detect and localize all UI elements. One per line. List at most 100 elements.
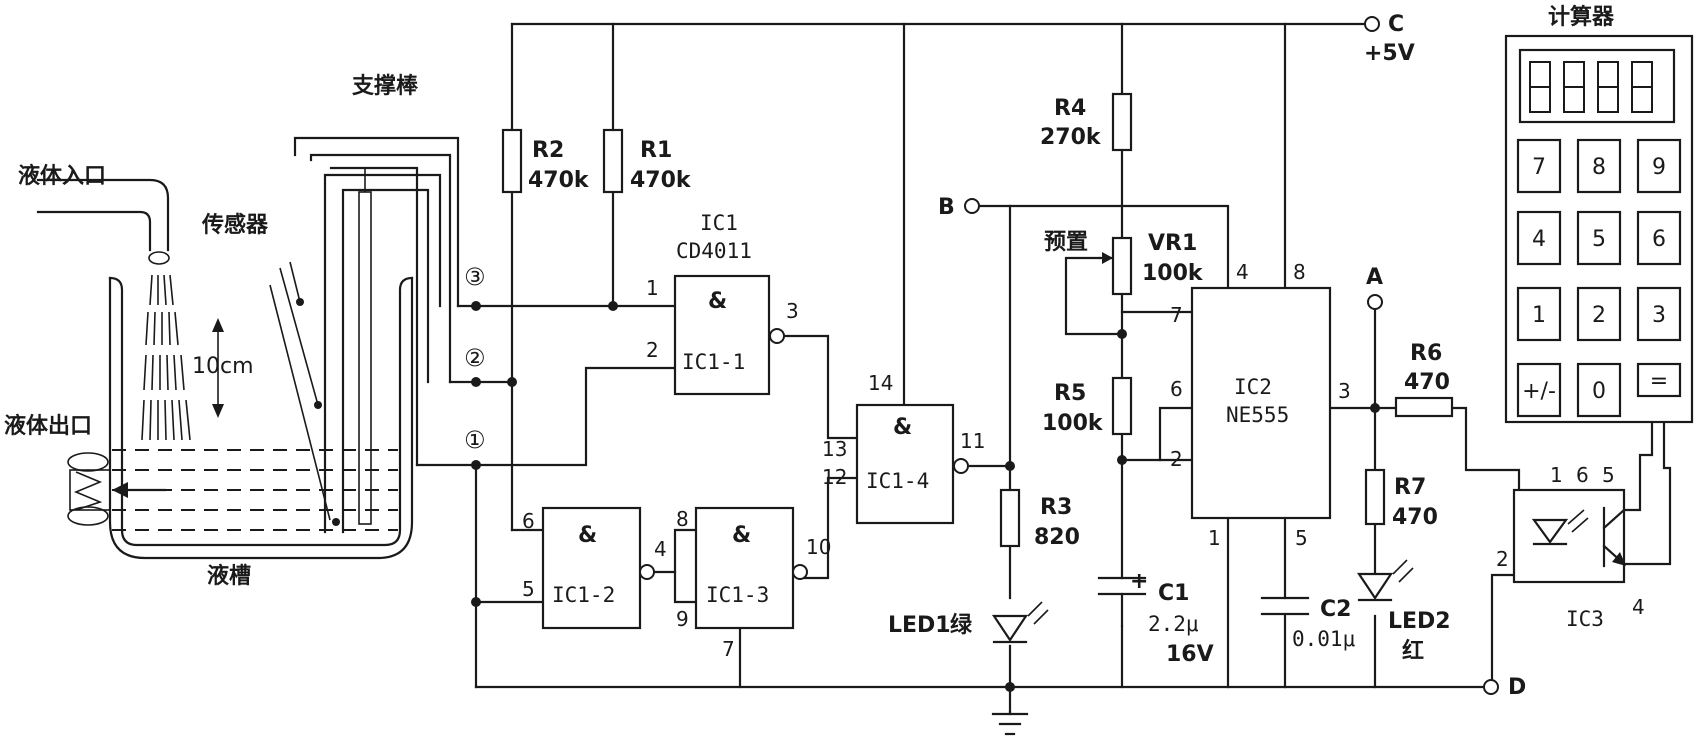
junctions: [471, 301, 1380, 692]
ic1-2-pin-in5: 5: [522, 577, 535, 601]
ic1-4-pin-in13: 13: [822, 437, 847, 461]
ic1-2-to-ic1-3-b: [673, 570, 698, 604]
calculator: 计算器 7 8 9 4 5 6 1 2: [1504, 4, 1694, 424]
ic1-2-pin-out4: 4: [654, 537, 667, 561]
ne555-pin-1: 1: [1208, 526, 1221, 550]
node-1-label: ①: [464, 426, 486, 454]
sensor-point-1: [332, 518, 340, 526]
node-2-label: ②: [464, 344, 486, 372]
resistors: R2 470k R1 470k R3 820 R4 270k R5 100k R…: [501, 92, 1454, 550]
key-1[interactable]: [1516, 286, 1562, 342]
led2-name: LED2: [1388, 609, 1451, 634]
r7-name: R7: [1394, 475, 1426, 500]
outlet-pipe: [69, 469, 111, 511]
ic3-led-triangle: [1531, 518, 1569, 544]
r5-value: 100k: [1042, 411, 1104, 436]
key-6[interactable]: [1636, 210, 1682, 266]
ic3-pin-4: 4: [1632, 595, 1645, 619]
node-3-label: ③: [464, 263, 486, 291]
ic1-3-pin-gnd7: 7: [722, 637, 735, 661]
outlet-valve-spring: [73, 471, 103, 511]
key-0[interactable]: [1576, 362, 1622, 418]
height-label: 10cm: [192, 354, 254, 379]
inlet-label: 液体入口: [18, 163, 106, 189]
height-arrow-up: [212, 318, 224, 332]
sensor-pointer-a: [289, 261, 301, 303]
ne555-pin-7: 7: [1170, 303, 1183, 327]
sensor-point-2: [314, 401, 322, 409]
outlet-valve-bottom: [67, 506, 109, 526]
r6-to-ic3-1: [1450, 406, 1521, 500]
terminal-c-voltage: +5V: [1364, 41, 1415, 66]
r4-name: R4: [1054, 96, 1086, 121]
led2-ray-1: [1392, 559, 1408, 575]
key-4[interactable]: [1516, 210, 1562, 266]
gate-ic1-2-label: IC1-2: [552, 583, 615, 607]
terminal-d-label: D: [1508, 675, 1526, 700]
outlet-valve-top: [67, 452, 109, 472]
key-7-label: 7: [1532, 155, 1546, 180]
key-8[interactable]: [1576, 138, 1622, 194]
outflow-arrow-head: [112, 482, 128, 498]
calculator-display-digits: [1529, 61, 1653, 113]
ic1-part: CD4011: [676, 239, 752, 263]
key-7[interactable]: [1516, 138, 1562, 194]
terminal-b-wire: [978, 204, 1230, 290]
c1-voltage: 16V: [1166, 642, 1214, 667]
gate-ic1-3-label: IC1-3: [706, 583, 769, 607]
ic1-3-pin-out10: 10: [806, 535, 831, 559]
key-equals[interactable]: [1636, 362, 1682, 398]
ic1-1-pin-in2: 2: [646, 338, 659, 362]
c2-value: 0.01μ: [1292, 627, 1356, 651]
terminal-a: [1367, 294, 1383, 310]
ic3-emitter-arrow: [1612, 552, 1626, 566]
key-plus-minus-label: +/-: [1522, 379, 1556, 404]
key-5[interactable]: [1576, 210, 1622, 266]
key-6-label: 6: [1652, 227, 1666, 252]
key-plus-minus[interactable]: [1516, 362, 1562, 418]
ic1-3-pin-in8: 8: [676, 507, 689, 531]
gate-ic1-4-label: IC1-4: [866, 469, 929, 493]
inlet-pipe-lower: [36, 178, 170, 252]
ic1-2-to-ic1-3-a: [652, 528, 698, 574]
ne555-part: NE555: [1226, 403, 1289, 427]
ne555-pin-8: 8: [1293, 260, 1306, 284]
sensor-electrode-3: [323, 173, 442, 534]
ic3-name: IC3: [1566, 607, 1604, 631]
sensor-lead-2: [309, 153, 452, 384]
led1-ray-1: [1027, 601, 1043, 617]
gate-ic1-1-bubble: [769, 328, 785, 344]
gate-ic1-1-label: IC1-1: [682, 350, 745, 374]
key-5-label: 5: [1592, 227, 1606, 252]
sensor-lead-1: [329, 166, 419, 467]
r5-name: R5: [1054, 381, 1086, 406]
key-1-label: 1: [1532, 303, 1546, 328]
gate-ic1-4-symbol: &: [893, 415, 912, 440]
ne555-pin6-wire: [1120, 406, 1194, 462]
key-4-label: 4: [1532, 227, 1546, 252]
calculator-title: 计算器: [1548, 4, 1615, 30]
ic3-pin-6: 6: [1576, 463, 1589, 487]
ic3-collector-to-key: [1622, 394, 1654, 512]
height-arrow-down: [212, 404, 224, 418]
vr1-name: VR1: [1148, 231, 1197, 256]
led1-ray-2: [1033, 609, 1049, 625]
calculator-keypad: 7 8 9 4 5 6 1 2 3 +/- 0 =: [1516, 138, 1682, 418]
r5-body: [1111, 376, 1133, 436]
ic1-3-to-ic1-4: [798, 476, 859, 580]
gate-ic1-2-bubble: [639, 564, 655, 580]
ic1-name: IC1: [700, 211, 738, 235]
gate-ic1-2: [541, 506, 642, 630]
terminal-c-label: C: [1388, 12, 1404, 37]
key-2[interactable]: [1576, 286, 1622, 342]
led2-ray-2: [1398, 567, 1414, 583]
c1-value: 2.2μ: [1148, 612, 1199, 636]
c1-name: C1: [1158, 581, 1189, 606]
vr1-wiper-arrow: [1102, 252, 1113, 264]
key-2-label: 2: [1592, 303, 1606, 328]
key-9[interactable]: [1636, 138, 1682, 194]
key-3[interactable]: [1636, 286, 1682, 342]
r6-value: 470: [1404, 370, 1450, 395]
led1-triangle: [991, 614, 1029, 642]
ic3-pin-2: 2: [1496, 547, 1509, 571]
